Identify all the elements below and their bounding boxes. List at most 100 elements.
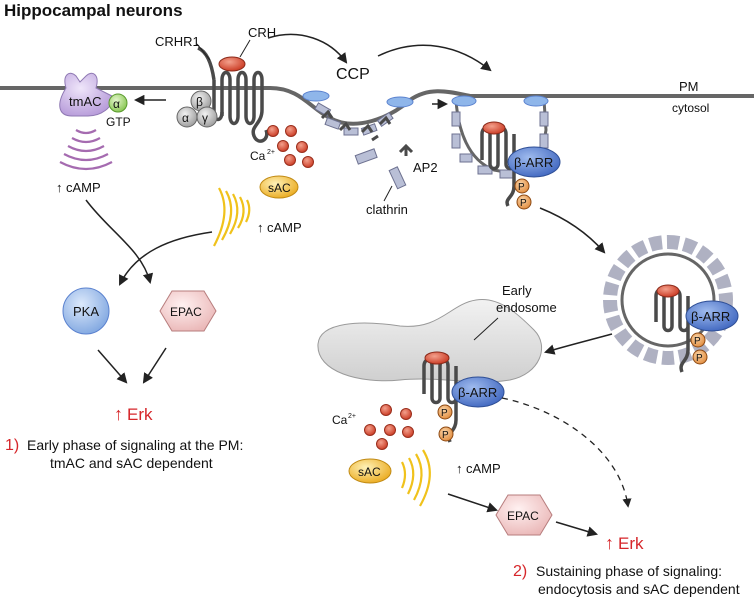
ccp-to-vesicle-arrow [377,44,492,72]
beta-label: β [196,95,203,109]
crh-label: CRH [248,25,276,40]
phase2-line1: Sustaining phase of signaling: [536,563,722,579]
vesicle-to-endosome-arrow [543,333,613,355]
pit-clathrin-coat [451,95,549,179]
erk-label-1: Erk [127,405,153,424]
pka-to-erk-arrow [97,349,128,384]
camp-label-2: cAMP [267,220,302,235]
clathrin-cage-icon [302,90,414,136]
calcium-sup-1: 2+ [267,149,275,156]
clathrin-label: clathrin [366,202,408,217]
pm-label: PM [679,79,699,94]
clathrin-cage-icon [603,235,733,365]
early-endosome [317,299,543,383]
tmac-label: tmAC [69,94,102,109]
cytosol-label: cytosol [672,101,709,115]
calcium-sup-2: 2+ [348,413,356,420]
phospho-label-3b: P [442,430,449,441]
phospho-label-2a: P [694,336,701,347]
calcium-ions [267,125,314,168]
crh-ligand [218,56,246,72]
figure-title: Hippocampal neurons [4,1,183,20]
phospho-label-1a: P [518,182,525,193]
barr-vesicle [685,300,739,332]
phase1-line1: Early phase of signaling at the PM: [27,437,243,453]
phospho-label-3a: P [441,408,448,419]
epac-label-1: EPAC [170,305,202,319]
pit-to-vesicle-arrow [539,207,606,254]
crh-ligand-vesicle [656,284,680,298]
g-protein [176,90,218,128]
tmac-camp-to-epac-arrow [85,199,154,285]
endosome-to-erk-dashed-arrow [501,397,632,508]
calcium-label-2: Ca [332,413,348,427]
camp-label-1: cAMP [66,180,101,195]
plasma-membrane [0,86,754,126]
camp-to-epac-arrow [447,493,498,513]
phospho-label-2b: P [696,353,703,364]
pka-node [62,287,110,335]
erk-label-2: Erk [618,534,644,553]
calcium-ions [364,404,414,450]
crhr1-pointer [196,43,211,61]
barr-endosome [451,376,505,408]
phospho-1b [516,194,532,210]
alpha-label: α [182,111,189,125]
epac-to-erk-arrow-1 [142,347,167,384]
crhr1-label: CRHR1 [155,34,200,49]
sac-enzyme-1 [259,175,299,199]
barr-label-2: β-ARR [691,309,730,324]
endosome-label: endosome [496,300,557,315]
crh-to-ccp-arrow [267,33,348,64]
alpha-gtp-label: α [113,97,120,111]
epac-node-2 [495,494,553,536]
phase1-line2: tmAC and sAC dependent [50,455,213,471]
sac-label-1: sAC [268,181,291,195]
crh-ligand-pit [482,121,506,135]
ap2-label: AP2 [413,160,438,175]
phase2-line2: endocytosis and sAC dependent [538,581,740,597]
calcium-label-1: Ca [250,149,266,163]
sac-camp-to-pka-arrow [119,231,213,286]
sac-enzyme-2 [348,458,392,484]
clathrin-pointer [383,185,393,202]
epac-label-2: EPAC [507,509,539,523]
up-arrow-icon: ↑ [56,180,63,195]
ccp-label: CCP [336,66,370,83]
wave-icon [59,129,113,171]
barr-label-3: β-ARR [458,385,497,400]
phospho-3a [437,404,453,420]
g-alpha-gtp [108,93,128,113]
gtp-label: GTP [106,115,131,129]
camp-label-3: cAMP [466,461,501,476]
barr-pit [507,146,561,178]
crh-pointer [239,39,251,58]
free-ap2 [398,143,414,156]
up-arrow-icon: ↑ [114,404,123,424]
phospho-label-1b: P [520,198,527,209]
phospho-2a [690,332,706,348]
early-label: Early [502,283,532,298]
free-clathrin [354,148,407,190]
barr-label-1: β-ARR [514,155,553,170]
phospho-3b [438,426,454,442]
endosome-pointer [473,317,499,341]
receptor-icon [197,46,269,143]
sac-label-2: sAC [358,465,381,479]
crh-ligand-endosome [424,351,450,365]
phospho-2b [692,349,708,365]
up-arrow-icon: ↑ [605,533,614,553]
phase1-number: 1) [5,437,19,454]
wave-icon [400,449,431,507]
up-arrow-icon: ↑ [257,220,264,235]
epac-node-1 [159,290,217,332]
up-arrow-icon: ↑ [456,461,463,476]
ap2-adaptors [320,109,392,142]
tmac-enzyme [59,72,113,117]
gamma-label: γ [202,111,208,125]
epac-to-erk-arrow-2 [555,521,599,537]
wave-icon [213,187,251,247]
phospho-1a [514,178,530,194]
pka-label: PKA [73,304,99,319]
